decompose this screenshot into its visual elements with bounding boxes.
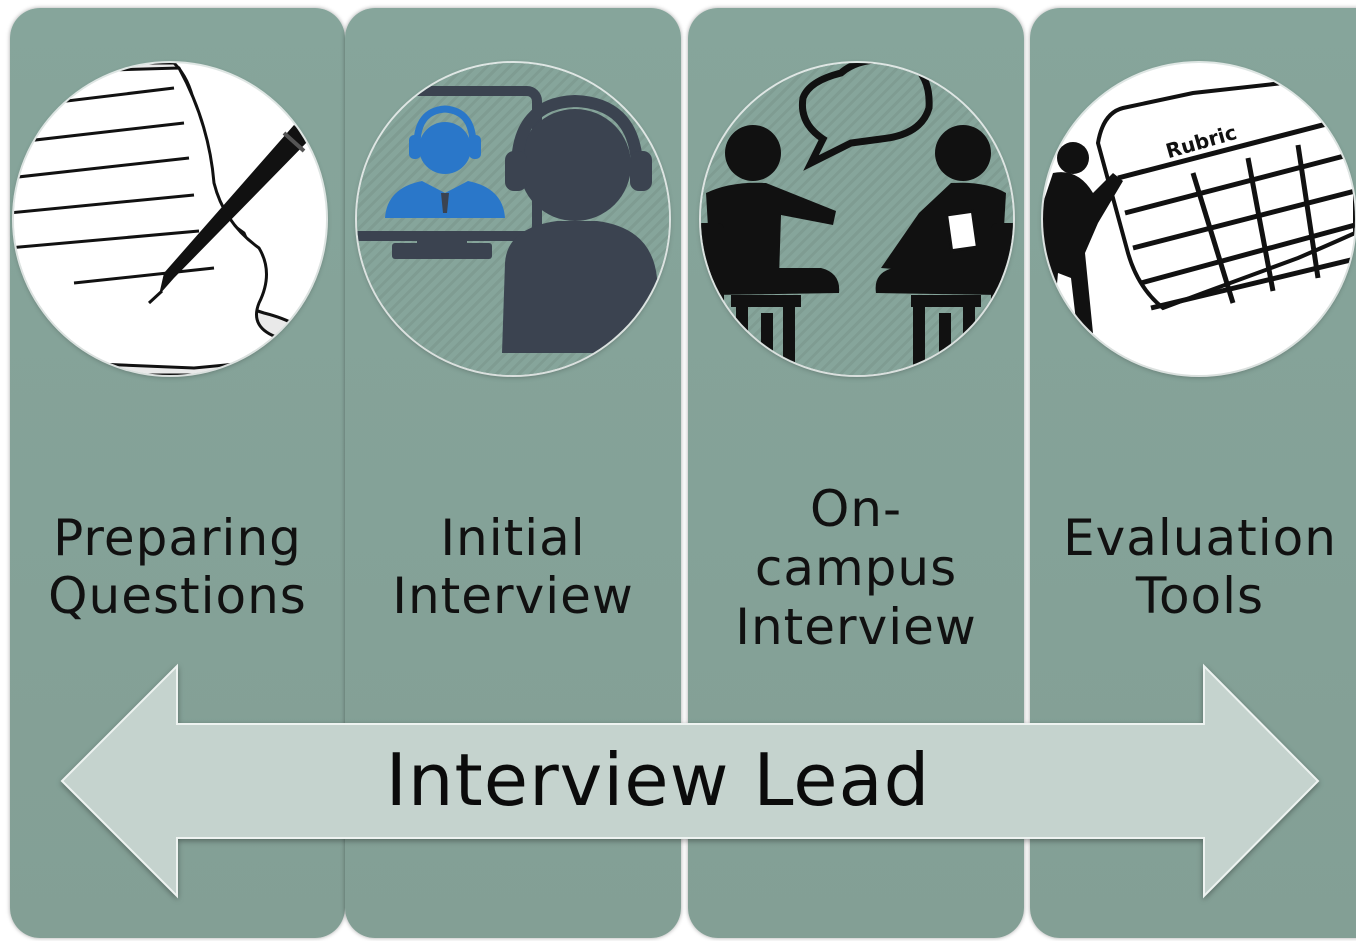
stage-label-line: campus [754,539,958,597]
stage-label-evaluation-tools: Evaluation Tools [1030,509,1356,625]
stage-label-line: Tools [1135,567,1265,625]
conversation-icon [701,63,1013,375]
rubric-icon: Rubric [1043,63,1355,375]
stage-label-line: Preparing [53,509,302,567]
stage-label-line: Questions [48,567,307,625]
video-call-icon [357,63,669,375]
stage-label-line: Initial [440,509,586,567]
stage-label-line: Interview [392,567,634,625]
stage-label-line: Interview [735,598,977,656]
stage-label-on-campus-interview: On- campus Interview [688,480,1024,657]
stage-label-line: Evaluation [1063,509,1337,567]
stage-label-line: On- [809,480,903,538]
stage-label-initial-interview: Initial Interview [345,509,681,625]
stage-label-preparing-questions: Preparing Questions [10,509,345,625]
arrow-label: Interview Lead [385,738,931,822]
document-pen-icon [14,63,326,375]
